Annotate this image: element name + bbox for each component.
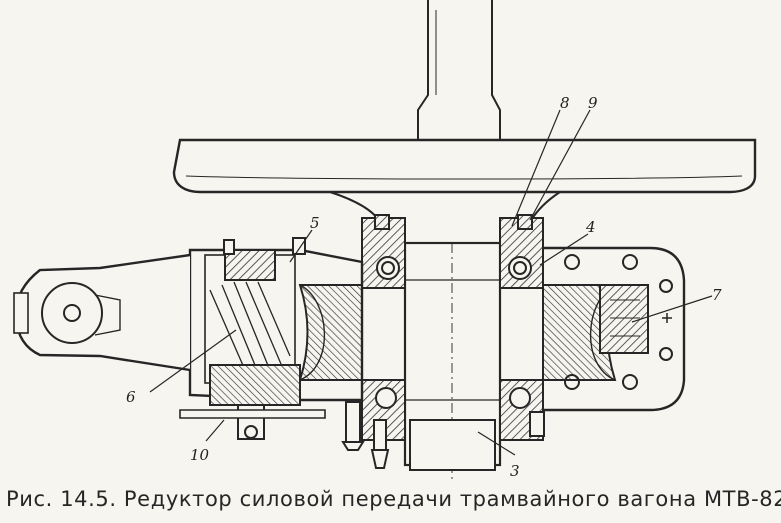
pinion-bottom-bolt: [179, 404, 326, 440]
bearing-upper-right: [499, 217, 544, 289]
callout-6: 6: [126, 388, 136, 406]
callout-8: 8: [560, 94, 570, 112]
callout-3: 3: [510, 462, 520, 480]
figure-caption: Рис. 14.5. Редуктор силовой передачи тра…: [6, 487, 781, 511]
callouts: 3 4 5 6 7 8 9 10: [126, 94, 722, 480]
lubrication-fittings: [341, 401, 545, 469]
callout-10: 10: [190, 446, 210, 464]
suspension-arm: [13, 253, 191, 372]
callout-9: 9: [588, 94, 598, 112]
central-hub: [403, 241, 502, 480]
gearbox-drawing: 3 4 5 6 7 8 9 10: [13, 0, 757, 480]
callout-7: 7: [712, 286, 722, 304]
top-bolts: [223, 214, 533, 255]
vertical-shaft: [417, 0, 501, 141]
pinion-housing: [188, 248, 364, 406]
disc-wheel: [172, 138, 757, 223]
callout-5: 5: [310, 214, 320, 232]
leader-lines: [149, 109, 713, 456]
callout-4: 4: [585, 218, 596, 236]
main-gear-wheel: [298, 284, 617, 381]
